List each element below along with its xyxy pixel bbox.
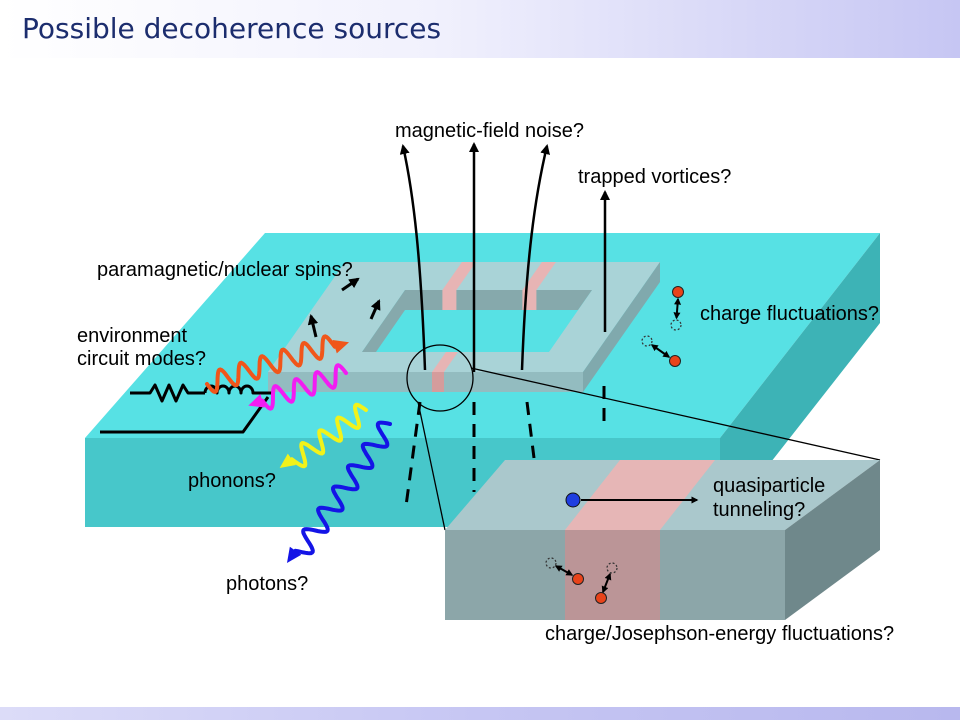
zoom-junction-front <box>565 530 660 620</box>
zoom-junction-top <box>565 460 715 530</box>
ring-front-face <box>268 372 583 392</box>
bottom-bar <box>0 707 960 720</box>
inductor-icon <box>203 384 272 395</box>
ring-side-face <box>583 262 660 392</box>
double-arrow-icon <box>601 572 612 594</box>
spin-arrow-icon <box>307 313 319 338</box>
zoom-side-face <box>785 460 880 620</box>
label-charge-josephson: charge/Josephson-energy fluctuations? <box>545 623 894 645</box>
label-magnetic-field-noise: magnetic-field noise? <box>395 120 584 142</box>
magnifier-circle <box>406 344 474 412</box>
charge-fluctuators <box>545 286 684 604</box>
label-environment-line1: environment <box>77 325 188 347</box>
quasiparticle <box>565 492 699 508</box>
double-arrow-icon <box>650 344 671 358</box>
phonon-yellow-wave <box>289 402 368 469</box>
flux-dashed-lines <box>404 386 606 507</box>
field-line-right-arrow-icon <box>520 144 550 371</box>
label-quasiparticle-line2: tunneling? <box>713 499 805 521</box>
empty-charge-site <box>545 557 557 569</box>
environment-orange-arrowhead-icon <box>332 340 350 354</box>
photon-blue-arrowhead-icon <box>286 546 302 564</box>
label-paramagnetic-spins: paramagnetic/nuclear spins? <box>97 259 353 281</box>
label-environment-line2: circuit modes? <box>77 348 206 370</box>
magnifier-line-right <box>470 367 881 461</box>
zoomed-junction <box>445 460 880 620</box>
magnifier <box>406 344 881 531</box>
charge-dot <box>672 286 684 298</box>
phonon-yellow-arrowhead-icon <box>279 453 296 469</box>
empty-charge-site <box>670 319 682 331</box>
resistor-icon <box>130 383 205 403</box>
flux-dashed-left <box>404 401 422 507</box>
fluctuator-pair <box>545 557 584 585</box>
charge-dot <box>669 355 681 367</box>
label-quasiparticle-line1: quasiparticle <box>713 475 825 497</box>
field-line-left-arrow-icon <box>399 144 427 371</box>
environment-orange-wave <box>205 334 337 394</box>
environment-magenta-wave <box>260 363 348 411</box>
spin-arrow-icon <box>341 277 360 292</box>
charge-dot <box>595 592 607 604</box>
label-charge-fluctuations: charge fluctuations? <box>700 303 879 325</box>
spin-arrow-icon <box>369 299 381 320</box>
josephson-junction-front-face <box>432 372 444 392</box>
substrate-side-face <box>720 233 880 527</box>
magnifier-line-left <box>417 401 446 531</box>
circuit-ground-wire <box>100 396 270 434</box>
title-bar: Possible decoherence sources <box>0 0 960 58</box>
charge-dot <box>572 573 584 585</box>
label-phonons: phonons? <box>188 470 276 492</box>
quasiparticle-dot <box>565 492 581 508</box>
slide-title: Possible decoherence sources <box>22 12 442 45</box>
squid-ring <box>268 262 660 392</box>
environment-magenta-arrowhead-icon <box>248 394 265 408</box>
label-trapped-vortices: trapped vortices? <box>578 166 731 188</box>
spins <box>307 277 381 338</box>
double-arrow-icon <box>673 297 682 320</box>
fluctuator-pair <box>670 286 684 331</box>
waves <box>205 334 392 564</box>
photon-blue-wave <box>293 420 392 556</box>
empty-charge-site <box>606 562 618 574</box>
josephson-junction-front-top <box>432 352 458 372</box>
magnetic-field-lines <box>399 142 550 372</box>
empty-charge-site <box>641 335 653 347</box>
environment-circuit <box>100 383 272 434</box>
label-photons: photons? <box>226 573 308 595</box>
josephson-junction-back-left <box>442 262 476 310</box>
fluctuator-pair <box>595 562 618 604</box>
josephson-junction-back-right <box>522 262 556 310</box>
flux-dashed-right <box>525 401 536 459</box>
double-arrow-icon <box>554 565 574 576</box>
labels: magnetic-field noise? trapped vortices? … <box>77 120 894 645</box>
fluctuator-pair <box>641 335 681 367</box>
